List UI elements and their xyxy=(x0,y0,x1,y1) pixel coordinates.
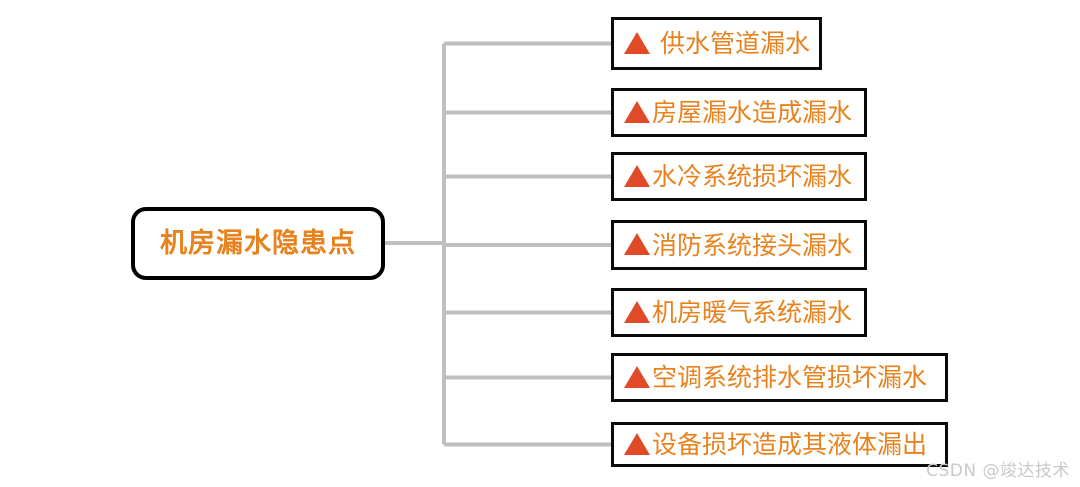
triangle-up-icon xyxy=(624,365,650,388)
root-node[interactable]: 机房漏水隐患点 xyxy=(131,207,385,280)
leaf-node-3[interactable]: 水冷系统损坏漏水 xyxy=(611,152,867,201)
leaf-node-label: 设备损坏造成其液体漏出 xyxy=(652,430,928,459)
triangle-up-icon xyxy=(624,300,650,323)
leaf-node-6[interactable]: 空调系统排水管损坏漏水 xyxy=(611,353,948,402)
triangle-up-icon xyxy=(624,233,650,255)
leaf-node-4[interactable]: 消防系统接头漏水 xyxy=(611,220,867,270)
leaf-node-label: 空调系统排水管损坏漏水 xyxy=(652,363,928,392)
leaf-node-label: 供水管道漏水 xyxy=(660,29,811,58)
root-node-label: 机房漏水隐患点 xyxy=(160,228,356,259)
leaf-node-label: 消防系统接头漏水 xyxy=(652,230,853,260)
leaf-node-5[interactable]: 机房暖气系统漏水 xyxy=(611,288,867,337)
triangle-up-icon xyxy=(624,100,650,123)
triangle-up-icon xyxy=(624,432,650,455)
watermark: CSDN @竣达技术 xyxy=(926,461,1070,481)
leaf-node-label: 机房暖气系统漏水 xyxy=(652,298,853,327)
triangle-up-icon xyxy=(624,31,650,54)
leaf-node-label: 水冷系统损坏漏水 xyxy=(652,162,853,191)
leaf-node-label: 房屋漏水造成漏水 xyxy=(652,98,853,127)
triangle-up-icon xyxy=(624,164,650,187)
leaf-node-7[interactable]: 设备损坏造成其液体漏出 xyxy=(611,422,948,467)
leaf-node-1[interactable]: 供水管道漏水 xyxy=(611,17,822,70)
leaf-node-2[interactable]: 房屋漏水造成漏水 xyxy=(611,88,867,137)
